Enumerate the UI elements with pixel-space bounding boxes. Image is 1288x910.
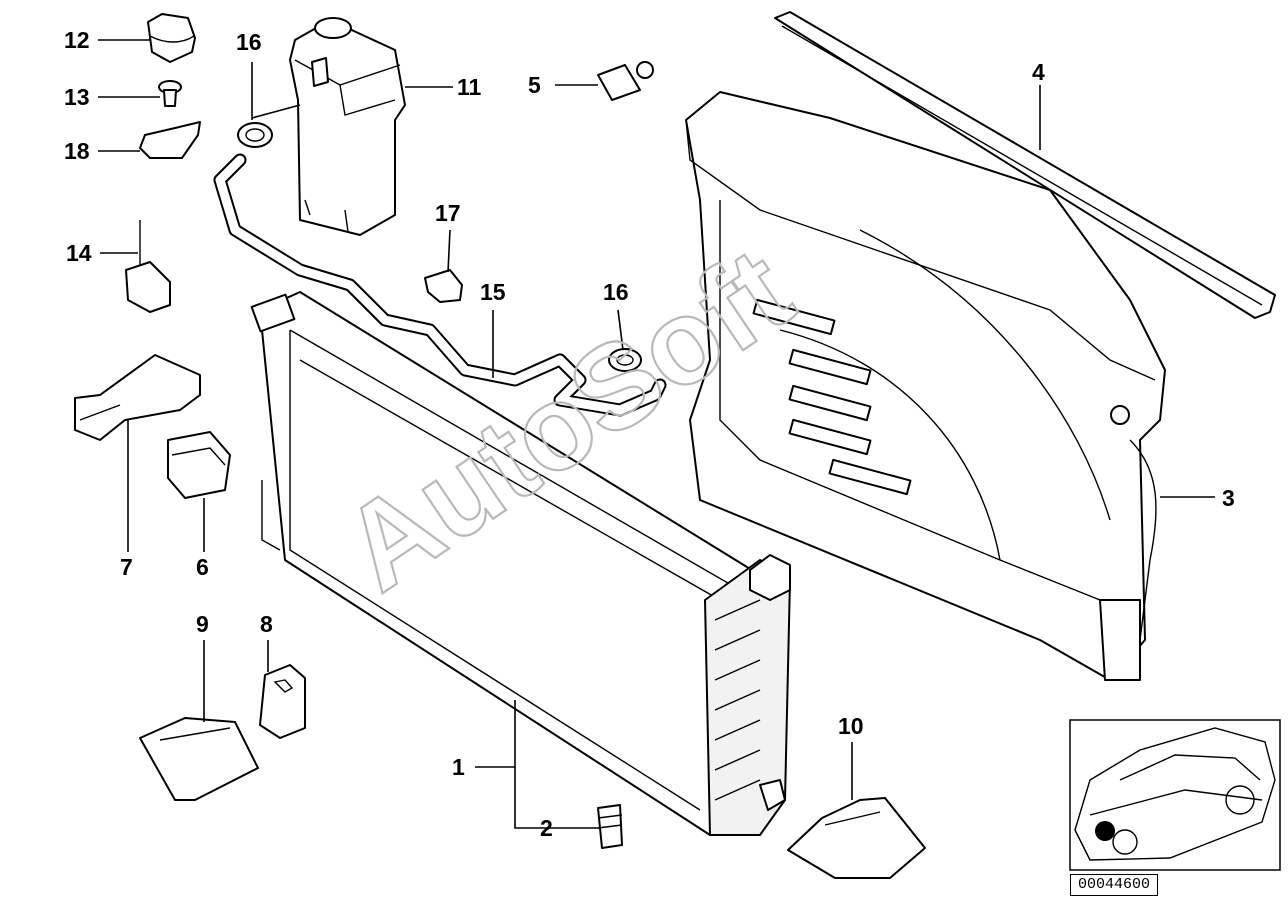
callout-7: 7: [120, 554, 133, 580]
callout-17: 17: [435, 200, 461, 226]
fan-shroud: [685, 91, 1166, 681]
location-marker: [1095, 821, 1115, 841]
leader-lines: [98, 39, 1215, 829]
clip-17: [424, 269, 463, 303]
callout-18: 18: [64, 138, 90, 164]
callout-8: 8: [260, 611, 273, 637]
hose-clamp-16-b: [608, 348, 642, 372]
callout-labels: 1 2 3 4 5 6 7 8 9 10 11 12 13 14 15 16 1…: [64, 27, 1235, 841]
drain-plug-2: [597, 804, 623, 849]
cap: [147, 13, 196, 63]
callout-5: 5: [528, 72, 541, 98]
radiator: [250, 291, 791, 836]
callout-13: 13: [64, 84, 90, 110]
callout-16-upper: 16: [236, 29, 262, 55]
callout-4: 4: [1032, 59, 1045, 85]
sensor-14: [125, 220, 171, 313]
rubber-mount-6: [167, 431, 231, 499]
bracket-18: [139, 121, 201, 159]
callout-2: 2: [540, 815, 553, 841]
callout-10: 10: [838, 713, 864, 739]
location-inset: [1069, 719, 1281, 871]
callout-11: 11: [457, 74, 482, 100]
diagram-id: 00044600: [1070, 874, 1158, 896]
callout-9: 9: [196, 611, 209, 637]
air-duct-9: [139, 717, 259, 801]
expansion-tank: [289, 17, 406, 236]
screw: [158, 80, 182, 107]
callout-14: 14: [66, 240, 92, 266]
air-duct-10: [787, 797, 926, 879]
hose-clamp-16-a: [237, 122, 273, 148]
clip-5: [597, 61, 654, 101]
bracket-7: [74, 354, 201, 441]
coolant-hose: [213, 153, 667, 417]
seal-strip: [774, 11, 1276, 319]
callout-6: 6: [196, 554, 209, 580]
callout-16-lower: 16: [603, 279, 629, 305]
callout-15: 15: [480, 279, 506, 305]
callout-3: 3: [1222, 485, 1235, 511]
rubber-mount-8: [259, 664, 306, 739]
callout-1: 1: [452, 754, 465, 780]
callout-12: 12: [64, 27, 90, 53]
